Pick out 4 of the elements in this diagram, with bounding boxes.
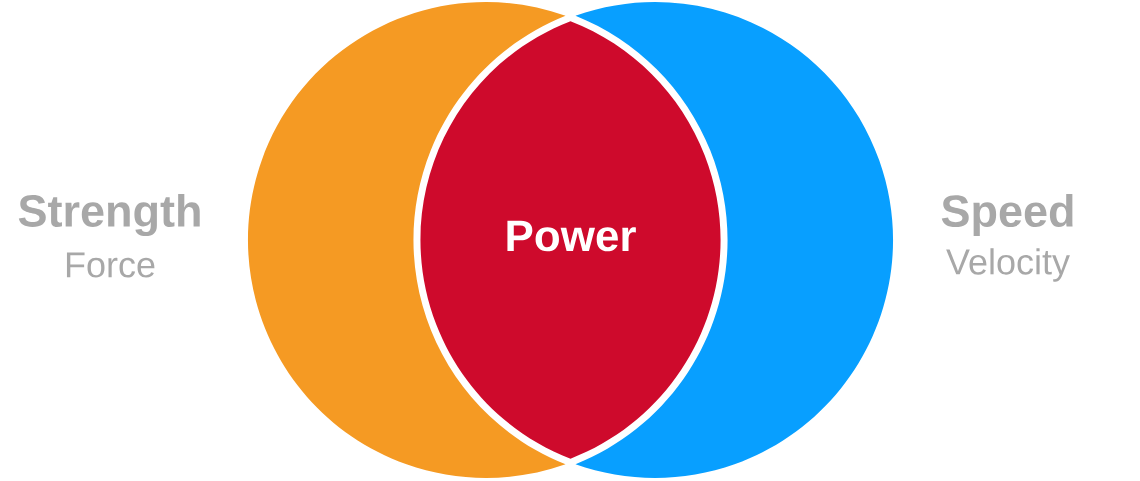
- heading-text: Strength: [18, 193, 200, 237]
- subtitle-text: Velocity: [946, 248, 1070, 282]
- heading-text: Speed: [941, 194, 1073, 236]
- subtitle-text: Force: [66, 252, 155, 278]
